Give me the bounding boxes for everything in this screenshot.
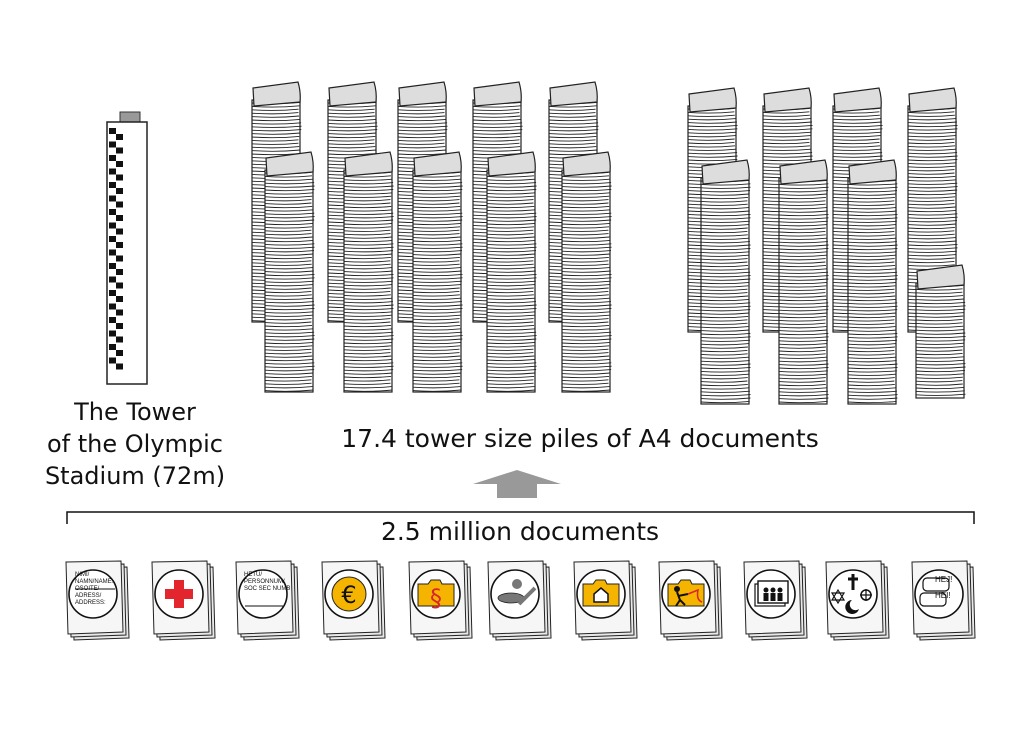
document-pile <box>264 151 315 393</box>
tower-caption-line: Stadium (72m) <box>44 462 226 490</box>
religion-icon <box>825 560 890 641</box>
svg-text:€: € <box>341 581 356 609</box>
svg-text:§: § <box>430 584 442 612</box>
up-arrow <box>473 470 561 498</box>
document-pile <box>778 159 829 405</box>
document-pile <box>700 159 751 405</box>
housing-folder-icon <box>573 560 638 641</box>
language-bubble-text: HEJ! HEI! <box>935 575 953 600</box>
red-cross-icon <box>151 560 216 641</box>
family-photo-icon <box>743 560 808 641</box>
language-bubbles-icon <box>911 560 976 641</box>
document-pile <box>847 159 898 405</box>
social-security-form-icon <box>235 560 300 641</box>
document-pile <box>915 264 966 399</box>
document-pile <box>561 151 612 393</box>
document-pile <box>486 151 537 393</box>
id-form-icon <box>65 560 130 641</box>
euro-icon: € <box>321 560 386 641</box>
document-categories: €§ <box>65 560 976 641</box>
work-folder-icon <box>658 560 723 641</box>
document-pile <box>343 151 394 393</box>
food-icon <box>487 560 552 641</box>
piles-caption: 17.4 tower size piles of A4 documents <box>341 424 819 453</box>
documents-caption: 2.5 million documents <box>380 517 660 546</box>
tower-caption-line: of the Olympic <box>46 430 223 458</box>
document-pile <box>412 151 463 393</box>
documents-bracket <box>66 511 975 524</box>
law-folder-icon: § <box>408 560 473 641</box>
tower-caption-line: The Tower <box>74 398 196 426</box>
tower-caption: The Tower of the Olympic Stadium (72m) <box>30 396 240 492</box>
social-security-form-text: HETU/ PERSONNUM/ SOC SEC NUMB <box>244 572 291 592</box>
olympic-stadium-tower <box>106 111 148 385</box>
id-form-text: NIMI/ NAMN/NAME: OSOITE/ ADRESS/ ADDRESS… <box>75 572 114 606</box>
document-piles <box>251 81 966 405</box>
